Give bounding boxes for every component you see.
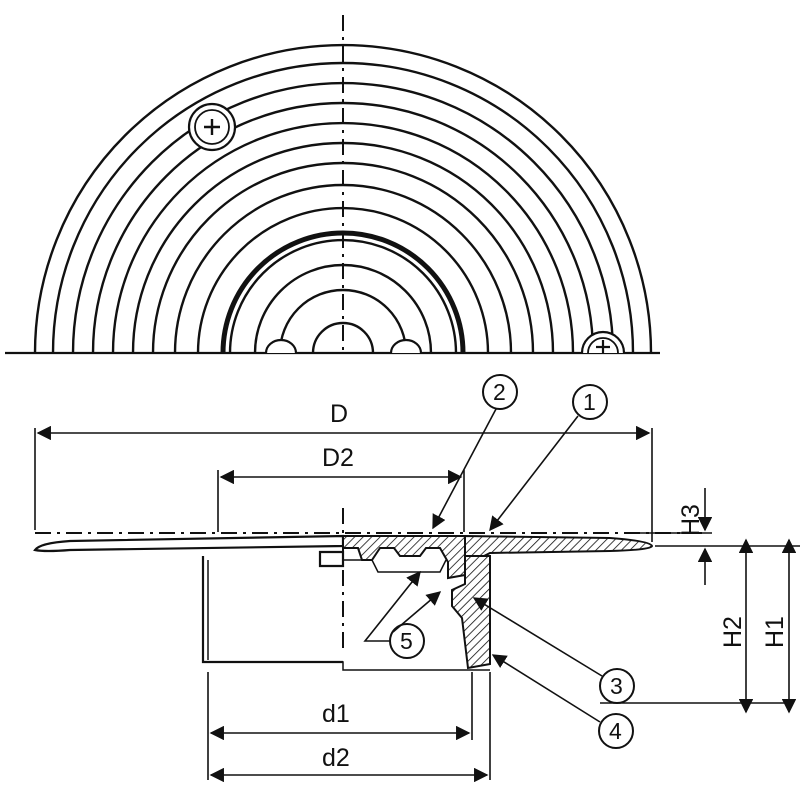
callout-2-label: 2: [493, 379, 506, 405]
ring-6: [131, 141, 555, 354]
dim-d2-label: d2: [322, 744, 350, 772]
ring-9: [196, 206, 490, 354]
callout-4-circle: [598, 713, 634, 749]
body-outline: [201, 556, 343, 664]
ring-7: [151, 161, 535, 354]
callout-5-label: 5: [400, 628, 413, 654]
flange-right-section: [464, 534, 654, 557]
callout-3-circle: [599, 668, 635, 704]
ring-5: [111, 121, 575, 354]
ring-3: [71, 81, 615, 354]
dim-H2-label: H2: [719, 616, 747, 648]
dim-H3-label: H3: [677, 504, 705, 536]
callout-1-label: 1: [583, 389, 596, 415]
ring-1: [33, 43, 653, 354]
screw-icon: [580, 330, 626, 354]
boss-right: [389, 338, 423, 354]
boss-left: [264, 338, 298, 354]
ring-10: [220, 230, 466, 354]
callout-3-label: 3: [610, 673, 623, 699]
section-view: [33, 508, 705, 671]
screw-icon: [187, 102, 237, 152]
dim-D2-label: D2: [322, 444, 354, 472]
dimension-lines: [34, 425, 800, 783]
dim-H1-label: H1: [761, 616, 789, 648]
dim-D-label: D: [330, 400, 348, 428]
grate-nub: [318, 550, 345, 568]
grate-inner: [343, 559, 447, 573]
body-bottom: [203, 661, 490, 671]
top-view: [5, 15, 660, 355]
ring-13: [278, 288, 408, 354]
dim-d1-label: d1: [322, 700, 350, 728]
callout-1-circle: [572, 384, 608, 420]
body-wall-section: [451, 555, 491, 670]
ring-12: [253, 263, 433, 354]
ring-2: [51, 61, 635, 354]
callouts: [363, 374, 635, 749]
ring-8: [173, 183, 513, 354]
ring-4: [91, 101, 595, 354]
ring-11: [228, 238, 458, 354]
callout-2-circle: [482, 374, 518, 410]
ring-14: [311, 321, 375, 354]
grate-section: [342, 535, 466, 580]
callout-4-label: 4: [609, 718, 622, 744]
flange-left: [33, 534, 345, 553]
concentric-rings: [33, 43, 653, 354]
